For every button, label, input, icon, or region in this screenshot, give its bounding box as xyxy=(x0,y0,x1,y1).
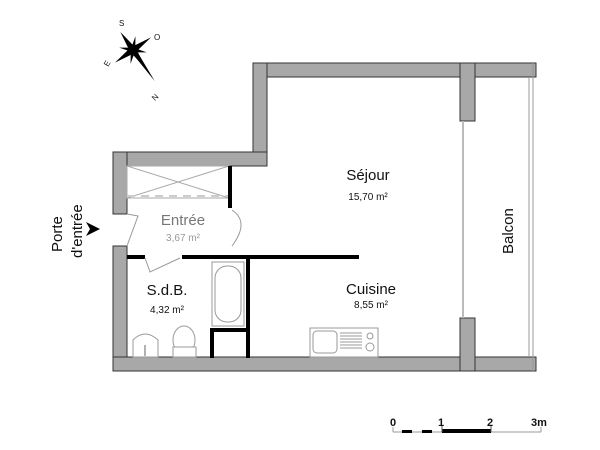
room-name-cuisine: Cuisine xyxy=(346,281,396,298)
compass-e-label: E xyxy=(102,59,112,68)
scale-bar xyxy=(392,426,542,433)
sejour-door[interactable] xyxy=(231,209,242,247)
closet xyxy=(126,165,230,199)
compass-o-label: O xyxy=(154,33,160,42)
toilet-icon xyxy=(172,325,197,358)
compass-rose-icon xyxy=(114,31,155,82)
sdb-door[interactable] xyxy=(144,257,181,273)
room-area-cuisine: 8,55 m² xyxy=(354,300,389,311)
room-name-sejour: Séjour xyxy=(346,167,389,184)
entrance-label-line1: Porte xyxy=(49,216,66,252)
scale-tick-0: 0 xyxy=(390,417,396,429)
compass-s-label: S xyxy=(119,19,124,28)
room-area-sejour: 15,70 m² xyxy=(348,192,388,203)
bathtub-icon xyxy=(211,261,245,327)
kitchenette-icon xyxy=(309,327,379,358)
sink-icon xyxy=(132,333,159,358)
room-area-sdb: 4,32 m² xyxy=(150,305,185,316)
scale-tick-2: 2 xyxy=(487,417,493,429)
room-area-entree: 3,67 m² xyxy=(166,233,201,244)
room-name-sdb: S.d.B. xyxy=(147,282,188,299)
entry-arrow-icon xyxy=(86,222,100,236)
entry-door[interactable] xyxy=(126,213,139,247)
room-name-balcon: Balcon xyxy=(500,208,517,254)
entrance-label-line2: d'entrée xyxy=(69,204,86,258)
compass-n-label: N xyxy=(150,92,161,103)
scale-tick-1: 1 xyxy=(438,417,444,429)
walls xyxy=(112,62,537,372)
room-name-entree: Entrée xyxy=(161,212,205,229)
scale-tick-3: 3m xyxy=(531,417,547,429)
